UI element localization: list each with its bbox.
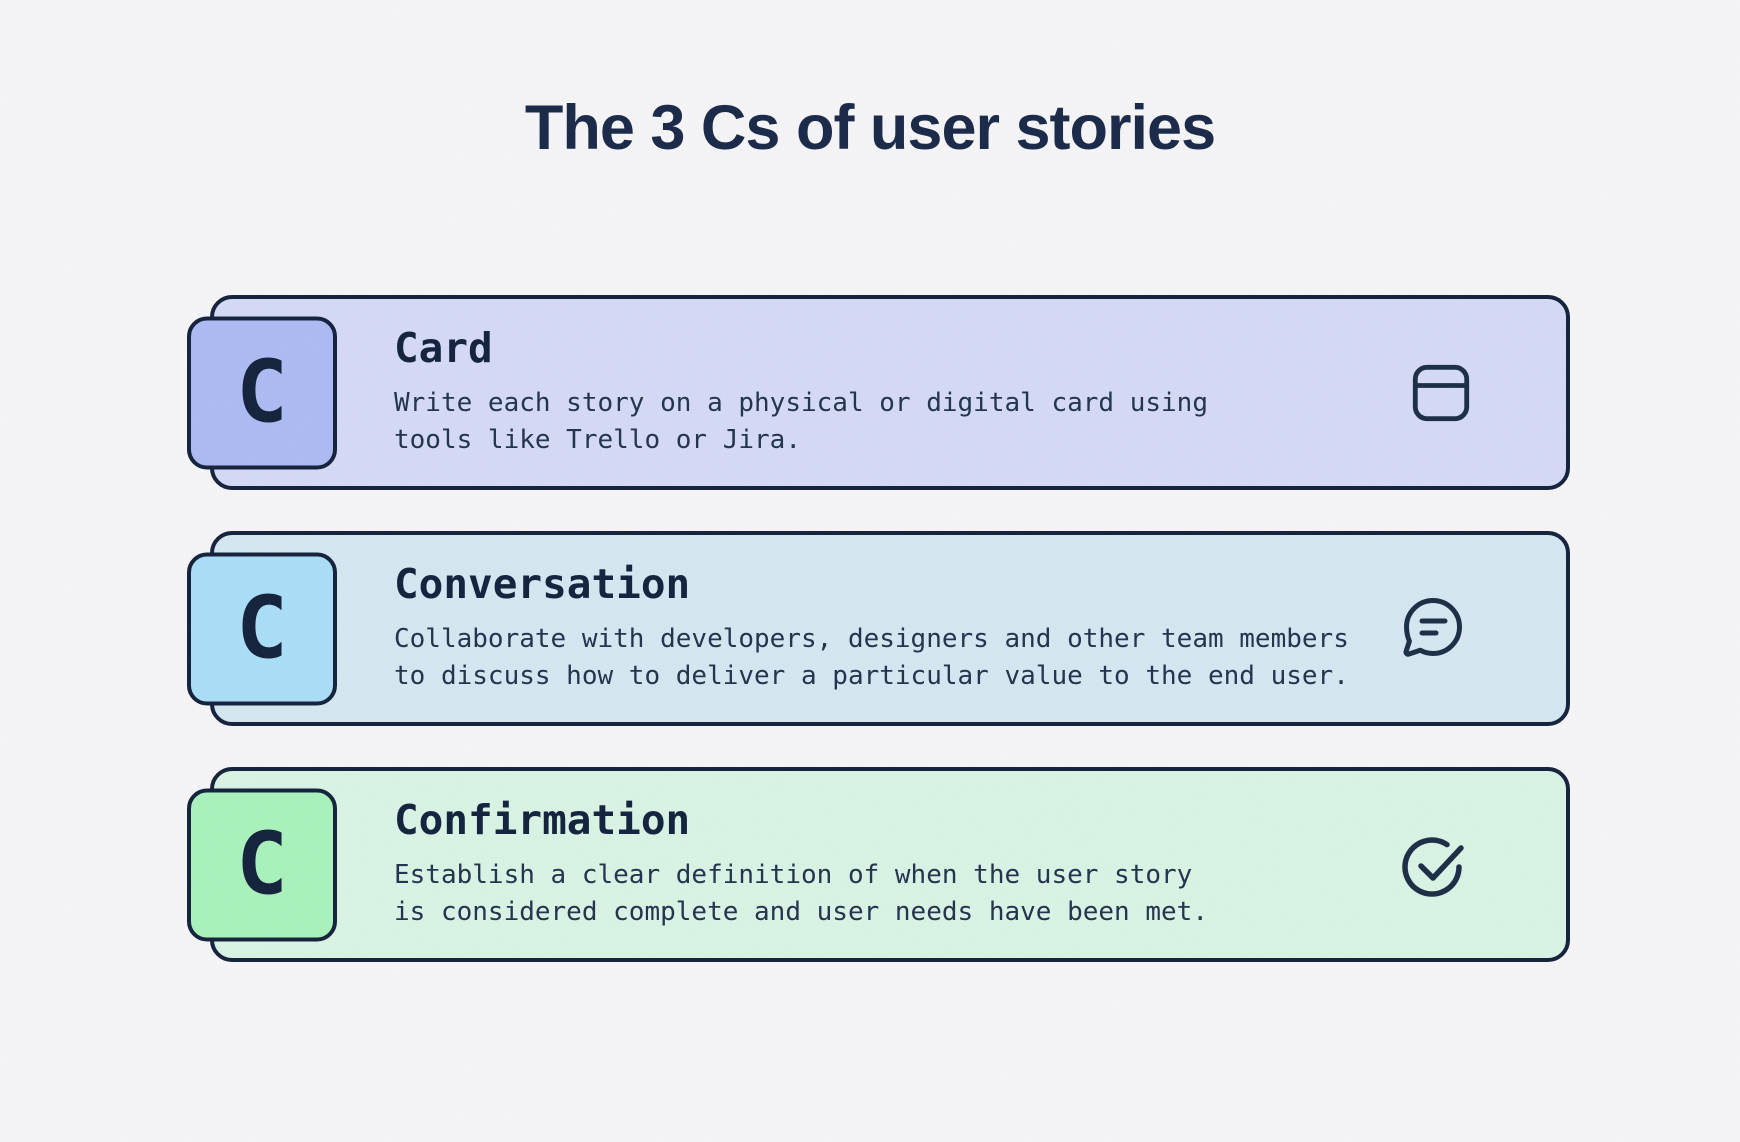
description-line: Collaborate with developers, designers a… <box>394 624 1349 655</box>
check-circle-icon <box>1397 828 1471 902</box>
badge-letter: C <box>236 342 288 443</box>
card-title: Confirmation <box>394 795 691 844</box>
card-title: Conversation <box>394 559 691 608</box>
card-description: Write each story on a physical or digita… <box>394 385 1208 459</box>
story-card-card: C Card Write each story on a physical or… <box>187 295 1570 490</box>
chat-bubble-icon <box>1395 591 1471 667</box>
card-description: Collaborate with developers, designers a… <box>394 621 1349 695</box>
card-icon <box>1411 363 1471 423</box>
page-title: The 3 Cs of user stories <box>524 93 1216 163</box>
description-line: is considered complete and user needs ha… <box>394 897 1208 928</box>
cards-list: C Card Write each story on a physical or… <box>187 295 1570 1003</box>
description-line: tools like Trello or Jira. <box>394 425 801 456</box>
description-line: Establish a clear definition of when the… <box>394 860 1193 891</box>
card-title: Card <box>394 323 493 372</box>
card-content: Card Write each story on a physical or d… <box>214 323 1438 459</box>
badge-letter: C <box>236 578 288 679</box>
letter-badge: C <box>187 316 337 469</box>
letter-badge: C <box>187 788 337 941</box>
badge-letter: C <box>236 814 288 915</box>
story-card-confirmation: C Confirmation Establish a clear definit… <box>187 767 1570 962</box>
story-card-conversation: C Conversation Collaborate with develope… <box>187 531 1570 726</box>
card-content: Confirmation Establish a clear definitio… <box>214 795 1438 931</box>
letter-badge: C <box>187 552 337 705</box>
description-line: Write each story on a physical or digita… <box>394 388 1208 419</box>
card-content: Conversation Collaborate with developers… <box>214 559 1579 695</box>
card-description: Establish a clear definition of when the… <box>394 857 1208 931</box>
description-line: to discuss how to deliver a particular v… <box>394 661 1349 692</box>
